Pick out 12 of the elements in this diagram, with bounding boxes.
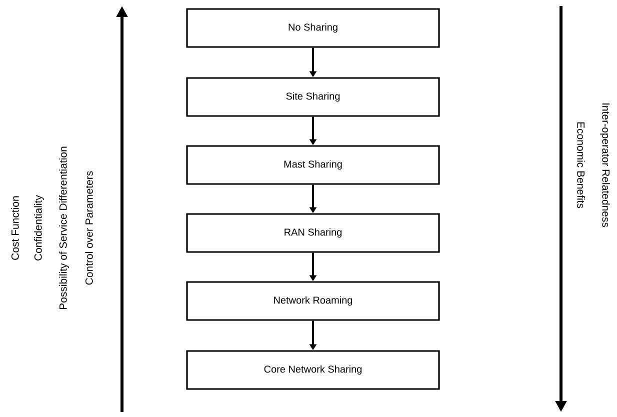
process-box: Mast Sharing — [186, 145, 440, 185]
process-box: Network Roaming — [186, 281, 440, 321]
process-box: No Sharing — [186, 8, 440, 48]
axis-label: Possibility of Service Differentiation — [59, 146, 69, 310]
axis-label: Control over Parameters — [85, 171, 93, 285]
axis-label: Inter-operator Relatedness — [600, 104, 610, 228]
process-box: Site Sharing — [186, 77, 440, 117]
axis-label: Economic Benefits — [577, 122, 585, 208]
process-box: RAN Sharing — [186, 213, 440, 253]
axis-label: Confidentiality — [34, 195, 44, 260]
process-box: Core Network Sharing — [186, 350, 440, 390]
axis-label: Cost Function — [11, 196, 19, 260]
